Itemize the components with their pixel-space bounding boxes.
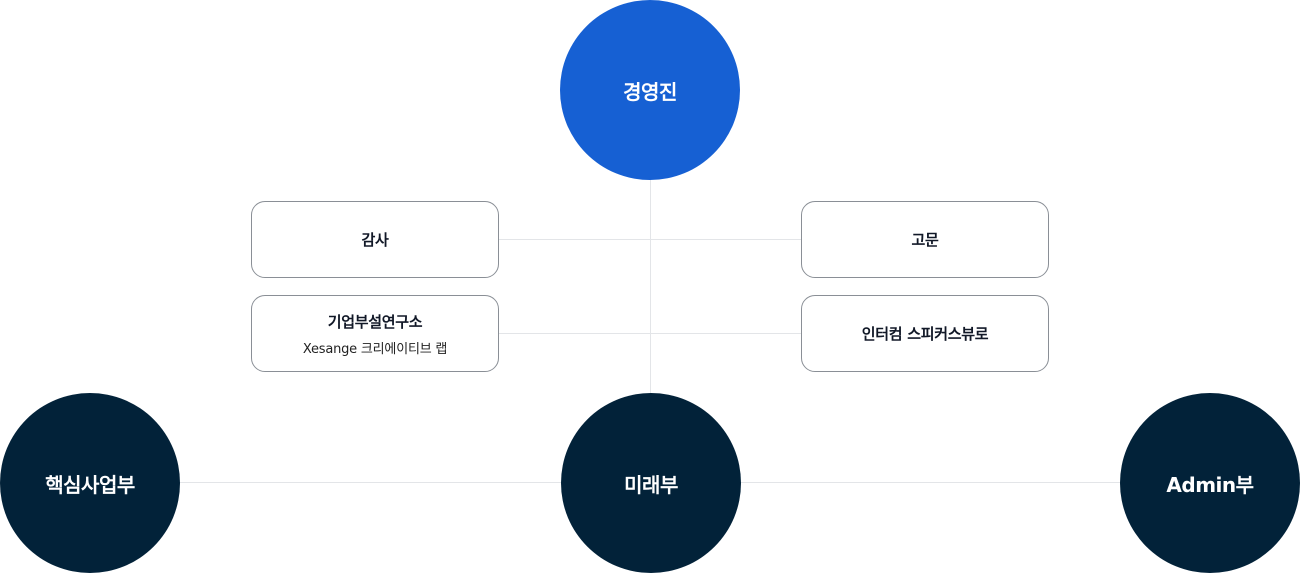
node-admin-label: Admin부 [1166, 472, 1254, 497]
node-executive: 경영진 [560, 0, 740, 180]
node-core-label: 핵심사업부 [45, 472, 135, 497]
node-future: 미래부 [561, 393, 741, 573]
connector-row1 [499, 239, 801, 240]
node-audit-label: 감사 [361, 231, 389, 249]
node-research: 기업부설연구소 Xesange 크리에이티브 랩 [251, 295, 499, 372]
connector-row2 [499, 333, 801, 334]
connector-vertical-main [650, 180, 651, 393]
node-future-label: 미래부 [624, 472, 678, 497]
node-interview: 인터컴 스피커스뷰로 [801, 295, 1049, 372]
node-executive-label: 경영진 [623, 79, 677, 104]
node-advisor: 고문 [801, 201, 1049, 278]
node-admin: Admin부 [1120, 393, 1300, 573]
node-research-subtitle: Xesange 크리에이티브 랩 [302, 341, 448, 357]
node-audit: 감사 [251, 201, 499, 278]
node-interview-label: 인터컴 스피커스뷰로 [861, 325, 989, 343]
node-core: 핵심사업부 [0, 393, 180, 573]
node-research-title: 기업부설연구소 [327, 312, 423, 331]
node-advisor-label: 고문 [911, 231, 939, 249]
